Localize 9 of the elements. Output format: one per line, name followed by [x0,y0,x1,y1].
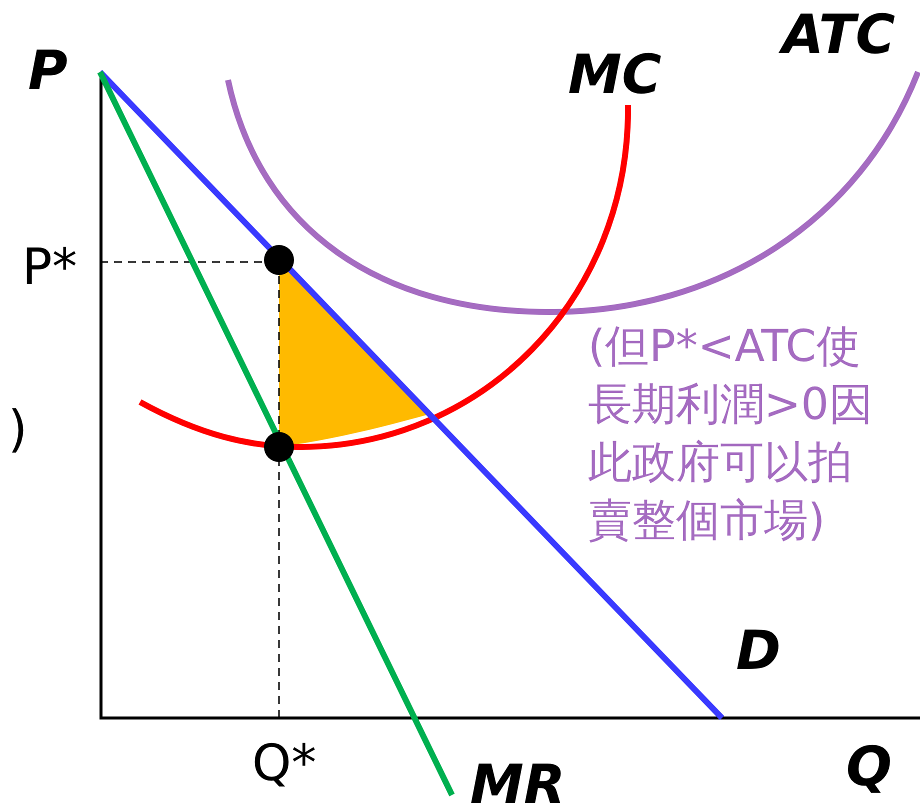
annotation-text: ) [8,404,28,454]
axis-label: Q [846,740,892,794]
curve-label: D [736,624,781,678]
curve-label: MR [470,758,566,807]
axis-label: P [28,44,68,98]
curve-label: MC [568,48,662,102]
annotation-text: (但P*<ATC使長期利潤>0因此政府可以拍賣整個市場) [588,320,874,548]
price-label: P* [22,242,78,292]
quantity-label: Q* [252,738,316,788]
